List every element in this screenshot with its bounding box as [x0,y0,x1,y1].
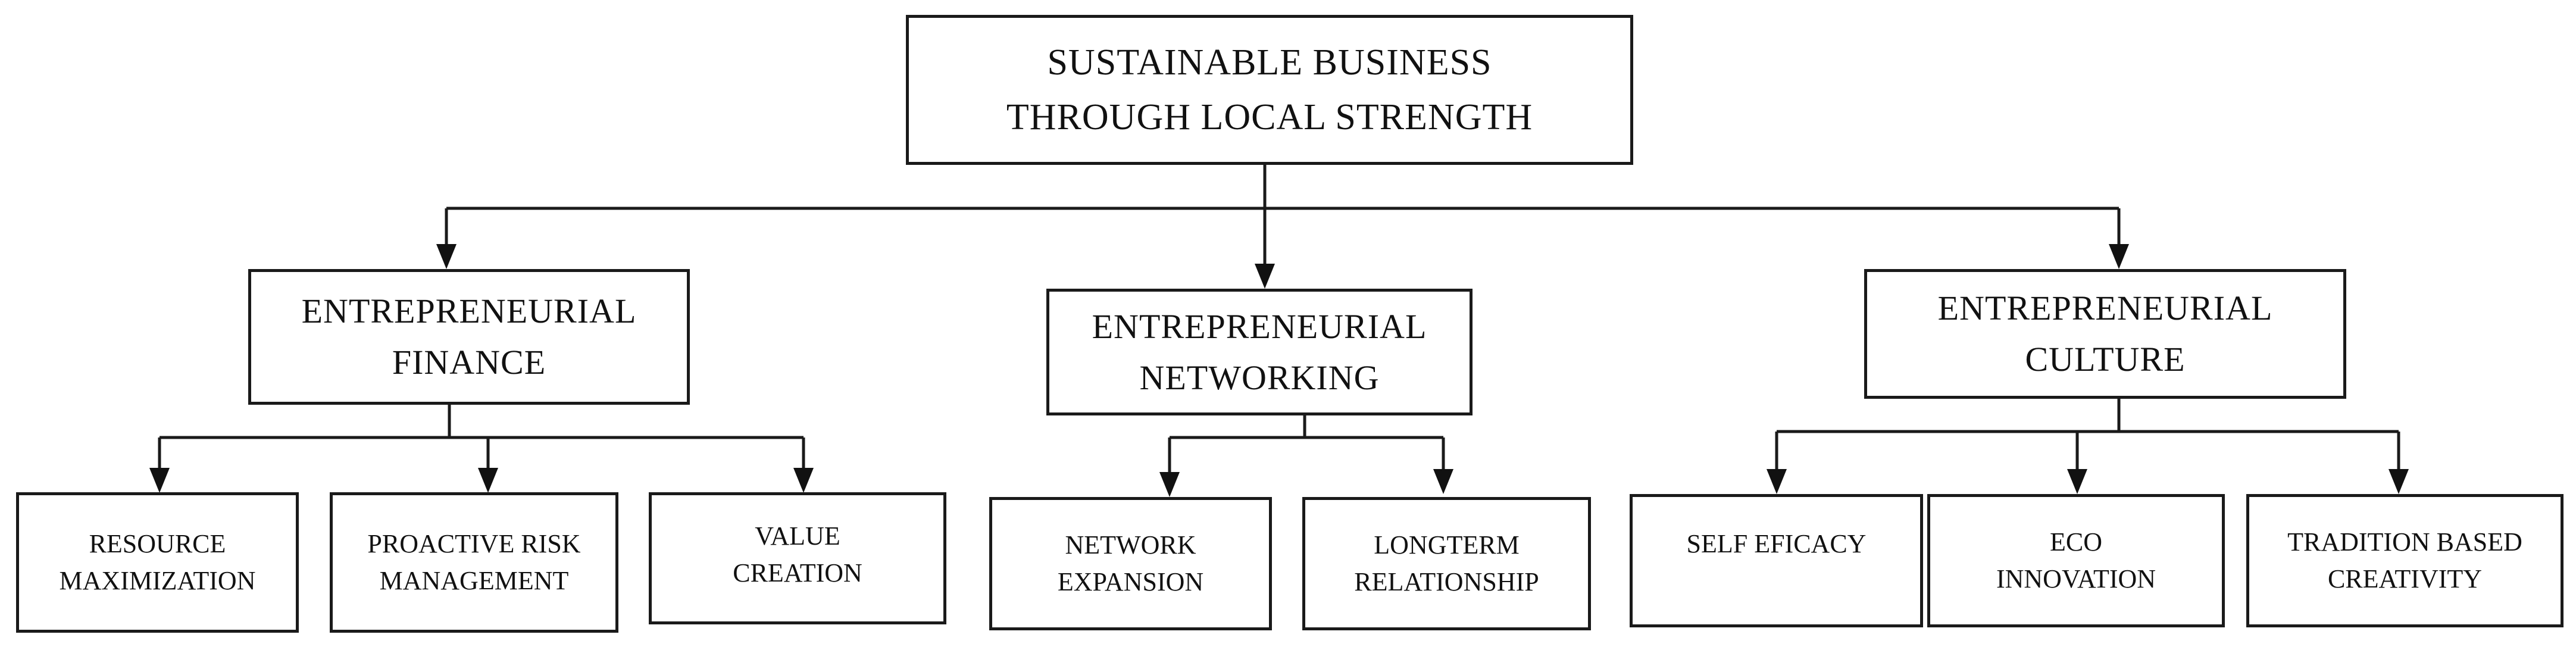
arrow-finance [436,244,457,269]
leaf-tradition-box: TRADITION BASED CREATIVITY [2246,494,2564,627]
pillar-finance-line-1: ENTREPRENEURIAL [301,292,637,330]
leaf-network-line-2: EXPANSION [1057,567,1204,596]
pillar-networking-line-2: NETWORKING [1139,358,1380,397]
arrow-eco [2067,469,2087,494]
leaf-selfefficacy-box: SELF EFICACY [1630,494,1923,627]
pillar-networking-box: ENTREPRENEURIAL NETWORKING [1046,289,1473,415]
pillar-finance-line-2: FINANCE [392,343,546,382]
pillar-culture-line-2: CULTURE [2025,340,2186,379]
arrow-network [1159,472,1180,497]
leaf-value-line-1: VALUE [755,521,840,551]
pillar-culture-box: ENTREPRENEURIAL CULTURE [1864,269,2346,399]
arrow-networking [1255,264,1275,289]
leaf-tradition-line-1: TRADITION BASED [2287,527,2522,557]
leaf-proactive-line-2: MANAGEMENT [379,566,569,595]
pillar-culture-line-1: ENTREPRENEURIAL [1937,289,2273,327]
arrow-resource [149,468,170,493]
leaf-proactive-box: PROACTIVE RISK MANAGEMENT [330,492,618,633]
arrow-culture [2109,244,2129,269]
leaf-resource-line-2: MAXIMIZATION [59,566,256,595]
arrow-proactive [478,468,498,493]
leaf-longterm-line-2: RELATIONSHIP [1354,567,1539,596]
arrow-tradition [2389,469,2409,494]
leaf-selfefficacy-line-1: SELF EFICACY [1686,529,1867,558]
leaf-longterm-line-1: LONGTERM [1374,530,1520,560]
leaf-value-line-2: CREATION [733,558,862,587]
arrow-selfefficacy [1767,469,1787,494]
leaf-resource-box: RESOURCE MAXIMIZATION [16,492,299,633]
leaf-eco-line-2: INNOVATION [1996,564,2156,593]
leaf-longterm-box: LONGTERM RELATIONSHIP [1302,497,1591,630]
arrow-longterm [1433,469,1453,494]
arrow-value [793,468,814,493]
root-box: SUSTAINABLE BUSINESS THROUGH LOCAL STREN… [906,15,1633,165]
pillar-finance-box: ENTREPRENEURIAL FINANCE [248,269,690,405]
leaf-eco-line-1: ECO [2050,527,2102,557]
pillar-networking-line-1: ENTREPRENEURIAL [1092,307,1427,346]
root-line-2: THROUGH LOCAL STRENGTH [1006,97,1533,137]
root-line-1: SUSTAINABLE BUSINESS [1047,42,1492,83]
leaf-network-box: NETWORK EXPANSION [989,497,1272,630]
leaf-network-line-1: NETWORK [1065,530,1196,560]
leaf-value-box: VALUE CREATION [649,492,946,624]
leaf-eco-box: ECO INNOVATION [1927,494,2225,627]
leaf-resource-line-1: RESOURCE [89,529,226,558]
leaf-proactive-line-1: PROACTIVE RISK [367,529,581,558]
leaf-tradition-line-2: CREATIVITY [2327,564,2483,593]
